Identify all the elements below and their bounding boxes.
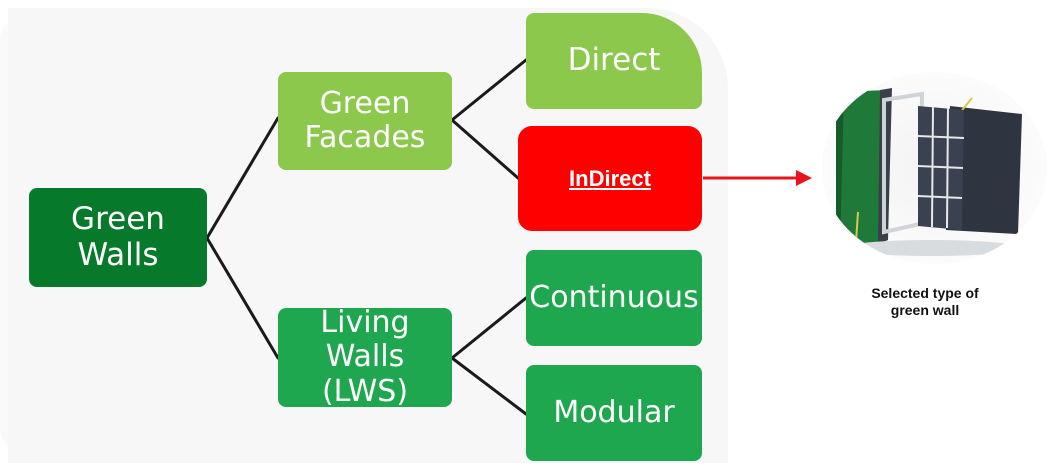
node-living-walls: Living Walls (LWS) bbox=[278, 305, 452, 409]
node-indirect: InDirect bbox=[518, 126, 702, 231]
connector-root-lws bbox=[205, 236, 280, 360]
node-continuous: Continuous bbox=[526, 250, 702, 346]
node-modular: Modular bbox=[526, 365, 702, 461]
connector-lws-modular bbox=[450, 356, 528, 416]
node-direct: Direct bbox=[526, 13, 702, 109]
connector-facades-indirect bbox=[450, 118, 520, 180]
panel-illustration-svg bbox=[836, 88, 1022, 256]
green-wall-panel-illustration bbox=[822, 72, 1047, 264]
node-green-walls: Green Walls bbox=[29, 188, 207, 287]
connector-facades-direct bbox=[450, 58, 528, 122]
node-green-facades: Green Facades bbox=[278, 72, 452, 170]
selected-type-caption: Selected type of green wall bbox=[871, 285, 979, 318]
connector-root-facades bbox=[205, 116, 280, 240]
selection-arrow bbox=[703, 170, 812, 186]
connector-lws-continuous bbox=[450, 296, 528, 360]
